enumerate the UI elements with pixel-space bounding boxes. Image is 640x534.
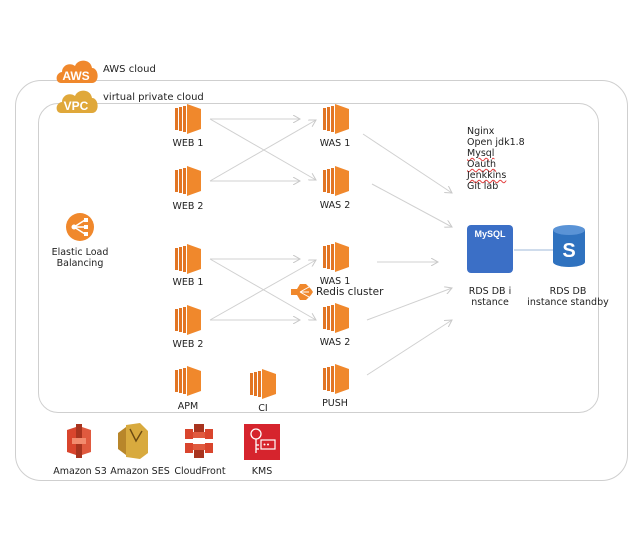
- s3-label: Amazon S3: [53, 466, 107, 477]
- was1-group1-label: WAS 1: [319, 138, 351, 149]
- tech-stack-item: Mysql: [467, 148, 495, 159]
- vpc-boundary: [38, 103, 599, 413]
- kms-icon[interactable]: [244, 424, 280, 460]
- redis-cluster-label: Redis cluster: [316, 286, 384, 298]
- rds-standby-label: RDS DB instance standby: [520, 286, 616, 308]
- was1-group2-label: WAS 1: [319, 276, 351, 287]
- kms-label: KMS: [251, 466, 273, 477]
- was2-group1-label: WAS 2: [319, 200, 351, 211]
- tech-stack-item: Jenkkins: [467, 170, 507, 181]
- tech-stack-list: Nginx Open jdk1.8 Mysql Oauth Jenkkins G…: [467, 126, 525, 192]
- ci-instance-icon[interactable]: [250, 369, 276, 399]
- rds-standby-icon[interactable]: S: [553, 224, 585, 268]
- rds-primary-label: RDS DB i nstance: [460, 286, 520, 308]
- elb-label-line1: Elastic Load: [51, 247, 109, 258]
- elb-label-line2: Balancing: [56, 258, 104, 269]
- s3-icon[interactable]: [65, 424, 93, 458]
- ses-icon[interactable]: [118, 423, 148, 459]
- standby-badge-text: S: [562, 240, 575, 262]
- web2-group1-label: WEB 2: [172, 201, 204, 212]
- was2-group1-icon[interactable]: [323, 166, 349, 196]
- vpc-icon: VPC: [55, 86, 99, 114]
- push-label: PUSH: [322, 398, 348, 409]
- apm-label: APM: [177, 401, 199, 412]
- tech-stack-item: Nginx: [467, 126, 495, 137]
- was1-group2-icon[interactable]: [323, 242, 349, 272]
- mysql-badge-text: MySQL: [474, 229, 506, 239]
- vpc-badge-text: VPC: [64, 99, 89, 113]
- web2-group1-icon[interactable]: [175, 166, 201, 196]
- tech-stack-item: Oauth: [467, 159, 497, 170]
- was1-group1-icon[interactable]: [323, 104, 349, 134]
- elb-icon[interactable]: [65, 212, 95, 242]
- push-instance-icon[interactable]: [323, 364, 349, 394]
- was2-group2-icon[interactable]: [323, 303, 349, 333]
- rds-mysql-icon[interactable]: MySQL: [467, 225, 513, 273]
- apm-instance-icon[interactable]: [175, 366, 201, 396]
- rds-primary-label-line2: nstance: [471, 297, 509, 308]
- aws-cloud-boundary: [15, 80, 628, 481]
- aws-cloud-icon: AWS: [55, 56, 99, 84]
- vpc-label: virtual private cloud: [103, 92, 204, 103]
- rds-standby-label-line1: RDS DB: [549, 286, 587, 297]
- web2-group2-icon[interactable]: [175, 305, 201, 335]
- ci-label: CI: [258, 403, 268, 414]
- web2-group2-label: WEB 2: [172, 339, 204, 350]
- tech-stack-item: Open jdk1.8: [467, 137, 525, 148]
- cloudfront-icon[interactable]: [183, 424, 215, 458]
- ses-label: Amazon SES: [110, 466, 170, 477]
- elasticache-redis-icon[interactable]: [291, 282, 313, 302]
- aws-badge-text: AWS: [62, 69, 89, 83]
- rds-standby-label-line2: instance standby: [527, 297, 609, 308]
- web1-group1-label: WEB 1: [172, 138, 204, 149]
- tech-stack-item: Git lab: [467, 181, 499, 192]
- web1-group1-icon[interactable]: [175, 104, 201, 134]
- was2-group2-label: WAS 2: [319, 337, 351, 348]
- rds-primary-label-line1: RDS DB i: [468, 286, 512, 297]
- cloudfront-label: CloudFront: [174, 466, 226, 477]
- elb-label: Elastic Load Balancing: [45, 247, 115, 269]
- web1-group2-icon[interactable]: [175, 244, 201, 274]
- web1-group2-label: WEB 1: [172, 277, 204, 288]
- aws-cloud-label: AWS cloud: [103, 64, 156, 75]
